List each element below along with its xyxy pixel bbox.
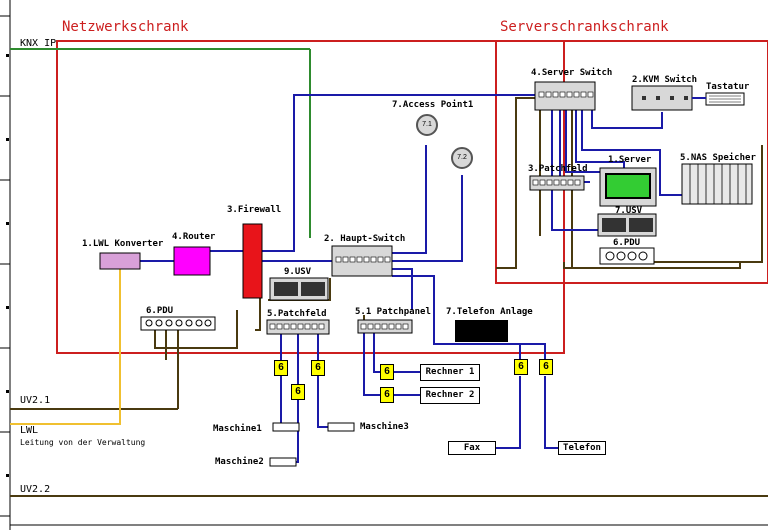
rechner2-box: Rechner 2 bbox=[420, 387, 480, 404]
nas-bays bbox=[689, 164, 747, 204]
lwl-label: LWL bbox=[20, 425, 39, 436]
lwl-sub-label: Leitung von der Verwaltung bbox=[20, 438, 146, 447]
pdu-net-outlets bbox=[145, 319, 212, 327]
uv21-label: UV2.1 bbox=[20, 395, 51, 406]
serverschrank-frame bbox=[495, 40, 768, 284]
patchpanel-label: 5.1 Patchpanel bbox=[355, 307, 431, 317]
patchfeld-net-label: 5.Patchfeld bbox=[267, 309, 327, 319]
network-cabling bbox=[140, 94, 684, 463]
maschine2-plug bbox=[269, 457, 297, 467]
maschine3-label: Maschine3 bbox=[360, 422, 409, 432]
pdu-net-label: 6.PDU bbox=[146, 306, 174, 316]
lwl-fiber bbox=[10, 268, 121, 425]
usv-net-label: 9.USV bbox=[284, 267, 312, 277]
server-switch-ports bbox=[538, 91, 594, 98]
usv-srv-label: 7.USV bbox=[615, 206, 643, 216]
kvm-switch-label: 2.KVM Switch bbox=[632, 75, 698, 85]
lwl-konverter-label: 1.LWL Konverter bbox=[82, 239, 164, 249]
serverschrank-title: Serverschrankschrank bbox=[500, 19, 669, 35]
socket-6-b: 6 bbox=[291, 384, 305, 400]
rechner1-box: Rechner 1 bbox=[420, 364, 480, 381]
patchfeld-srv-ports bbox=[532, 179, 581, 186]
netzwerkschrank-frame bbox=[56, 40, 565, 354]
socket-6-f: 6 bbox=[514, 359, 528, 375]
router-label: 4.Router bbox=[172, 232, 216, 242]
socket-6-c: 6 bbox=[311, 360, 325, 376]
pdu-srv-outlets bbox=[605, 251, 648, 261]
access-point-1-icon: 7.1 bbox=[416, 114, 438, 136]
firewall-label: 3.Firewall bbox=[227, 205, 282, 215]
telefon-box: Telefon bbox=[558, 441, 606, 455]
tastatur-keys bbox=[709, 95, 741, 103]
patchpanel-ports bbox=[360, 323, 409, 330]
server-screen bbox=[605, 173, 651, 199]
uv22-label: UV2.2 bbox=[20, 484, 51, 495]
telefon-anlage-label: 7.Telefon Anlage bbox=[446, 307, 533, 317]
maschine1-label: Maschine1 bbox=[213, 424, 262, 434]
maschine1-plug bbox=[272, 422, 300, 432]
firewall-box bbox=[242, 223, 263, 299]
maschine2-label: Maschine2 bbox=[215, 457, 264, 467]
haupt-switch-ports bbox=[335, 256, 391, 263]
nas-box bbox=[681, 163, 753, 205]
patchfeld-net-ports bbox=[269, 323, 325, 330]
lwl-konverter-box bbox=[99, 252, 141, 270]
pdu-srv-box bbox=[599, 247, 655, 265]
usv-net-bat2 bbox=[301, 282, 325, 296]
kvm-switch-box bbox=[631, 85, 693, 111]
fax-box: Fax bbox=[448, 441, 496, 455]
nas-label: 5.NAS Speicher bbox=[680, 153, 756, 163]
socket-6-g: 6 bbox=[539, 359, 553, 375]
maschine3-plug bbox=[327, 422, 355, 432]
knx-ip-label: KNX IP bbox=[20, 38, 57, 49]
haupt-switch-label: 2. Haupt-Switch bbox=[324, 234, 406, 244]
pdu-srv-label: 6.PDU bbox=[613, 238, 641, 248]
socket-6-a: 6 bbox=[274, 360, 288, 376]
server-switch-label: 4.Server Switch bbox=[531, 68, 613, 78]
usv-srv-bat1 bbox=[602, 218, 626, 232]
server-label: 1.Server bbox=[608, 155, 652, 165]
usv-srv-bat2 bbox=[629, 218, 653, 232]
tastatur-label: Tastatur bbox=[706, 82, 750, 92]
socket-6-e: 6 bbox=[380, 387, 394, 403]
socket-6-d: 6 bbox=[380, 364, 394, 380]
patchfeld-srv-label: 3.Patchfeld bbox=[528, 164, 588, 174]
access-point-2-icon: 7.2 bbox=[451, 147, 473, 169]
telefon-anlage-box bbox=[455, 320, 508, 342]
router-box bbox=[173, 246, 211, 276]
access-point-label: 7.Access Point1 bbox=[392, 100, 474, 110]
netzwerkschrank-title: Netzwerkschrank bbox=[62, 19, 189, 35]
kvm-ports bbox=[642, 96, 688, 100]
rail-markers bbox=[6, 54, 9, 477]
usv-net-bat1 bbox=[274, 282, 298, 296]
